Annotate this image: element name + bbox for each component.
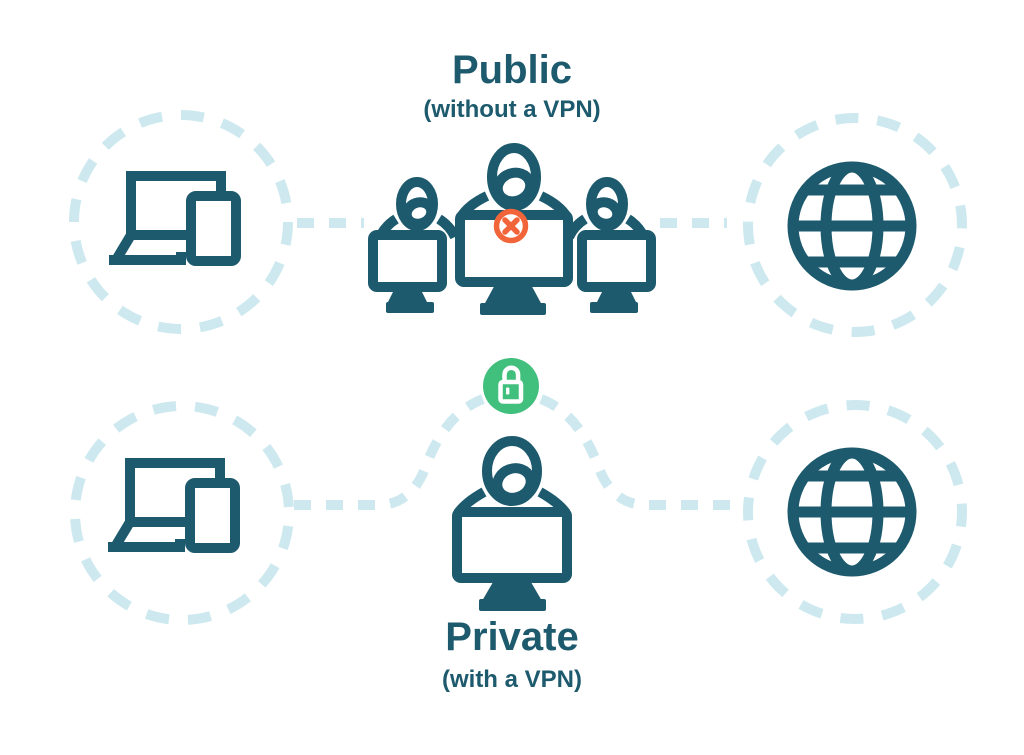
dashed-circle-globe-bottom [743,400,967,624]
internet-globe-icon-bottom [793,453,911,571]
internet-globe-icon-top [793,167,911,285]
devices-icon-top [109,176,236,261]
private-title: Private [445,615,579,659]
connector-bottom-left [294,392,491,510]
dashed-circle-globe-top [743,113,967,337]
padlock-icon [483,358,539,414]
user-monitor-icon [452,436,572,611]
connector-bottom-right [533,392,730,510]
hackers-monitors-icon [373,143,651,315]
dashed-circle-devices-top [69,110,293,334]
public-title: Public [451,48,573,92]
blocked-x-icon [493,208,529,244]
devices-icon-bottom [108,463,235,548]
hacker-left-icon [373,182,455,313]
private-subtitle: (with a VPN) [441,666,582,693]
hacker-right-icon [569,182,651,313]
public-subtitle: (without a VPN) [423,96,601,123]
dashed-circle-devices-bottom [70,401,294,625]
